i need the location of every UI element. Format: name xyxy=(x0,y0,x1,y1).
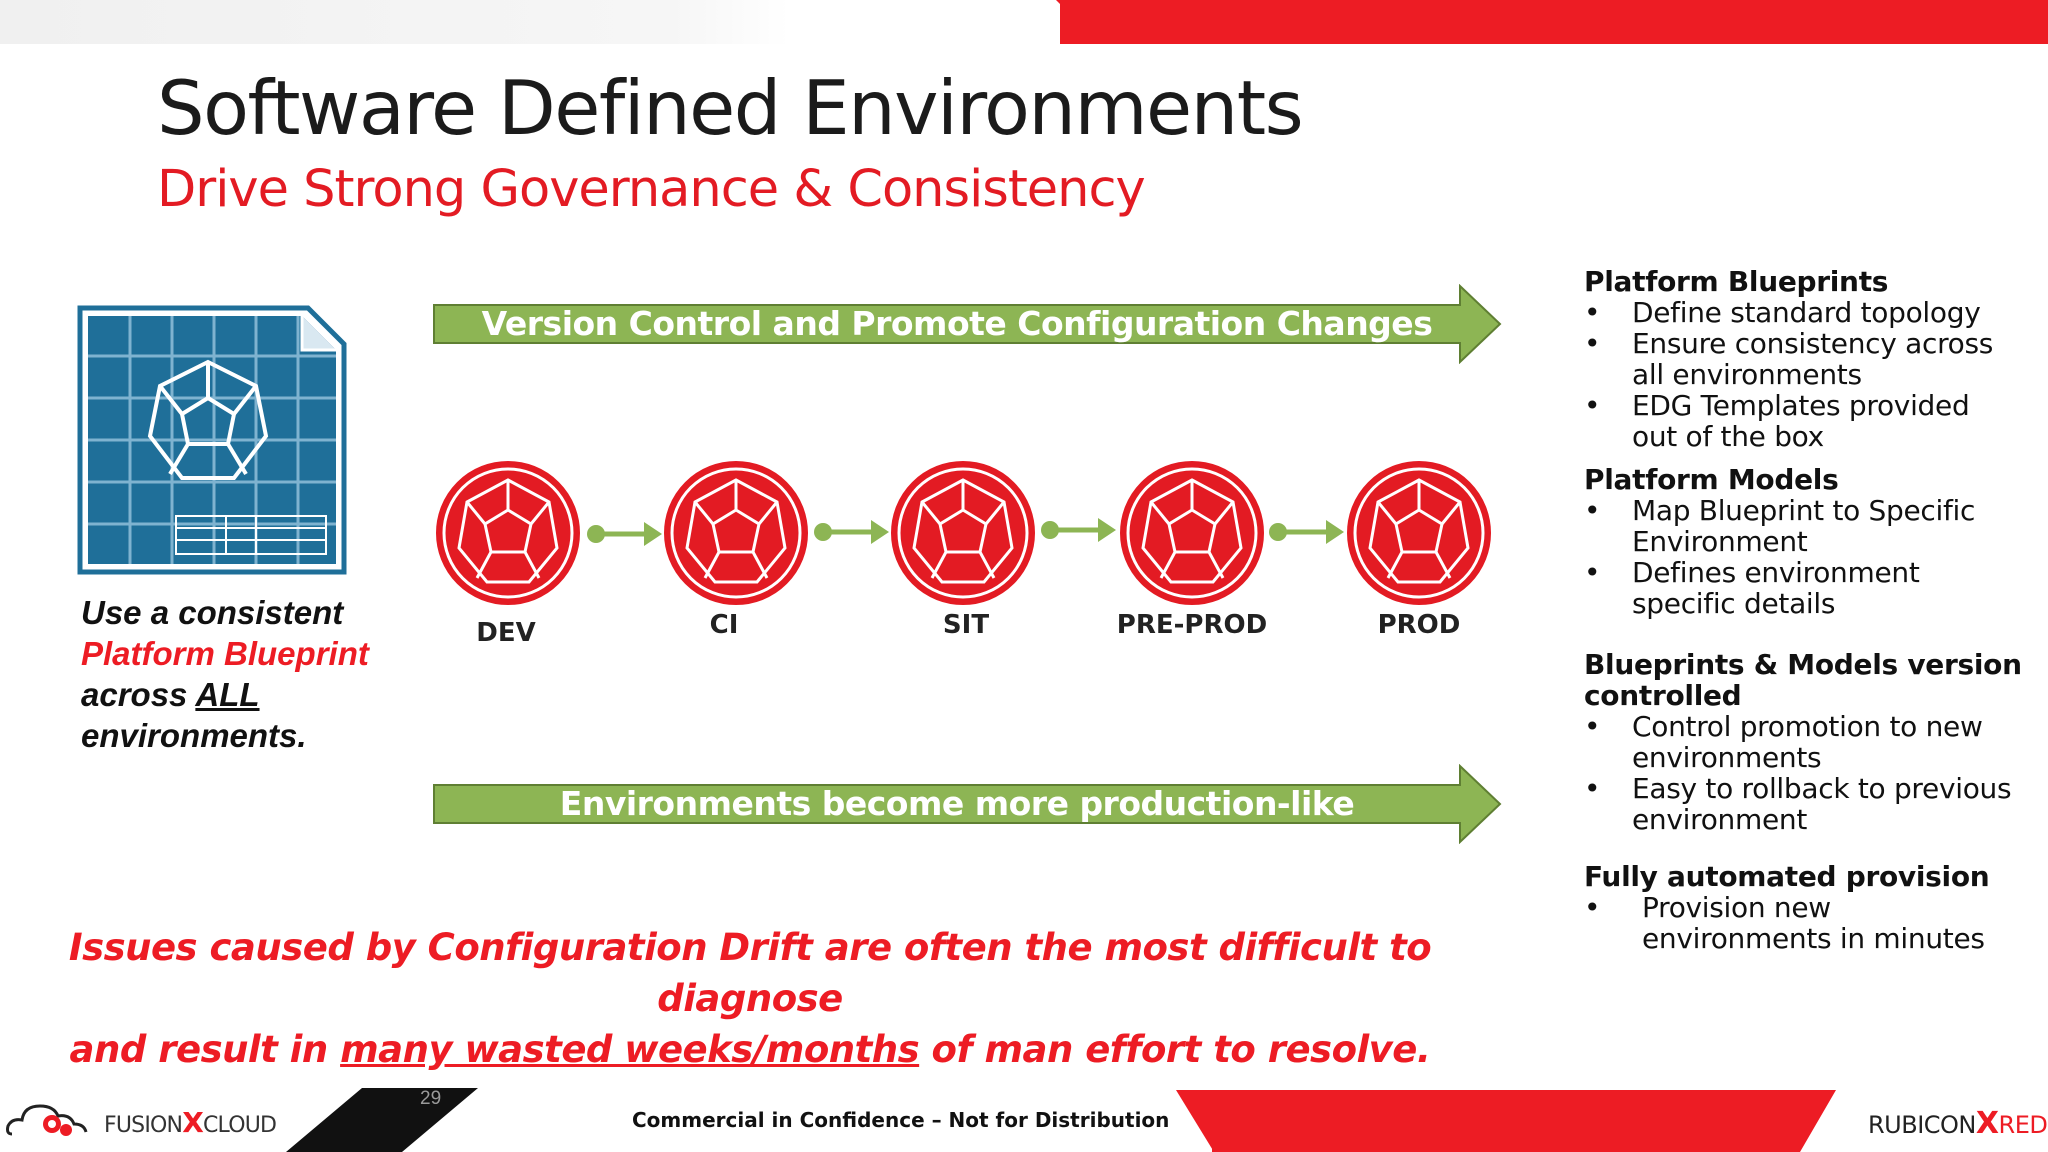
bullet-text: Map Blueprint to Specific xyxy=(1632,494,1976,527)
dev-to-ci-arrow-icon xyxy=(587,522,662,546)
env-preprod-icon xyxy=(1117,458,1267,608)
logo-word-cloud: CLOUD xyxy=(202,1113,277,1138)
logo-word-rubicon: RUBICON xyxy=(1868,1111,1976,1139)
bullet-text-cont: out of the box xyxy=(1632,420,1824,453)
bullet-text: Provision new xyxy=(1642,891,1831,924)
env-label-prod: PROD xyxy=(1377,610,1461,640)
caption-line-2: Platform Blueprint xyxy=(81,635,369,672)
page-number: 29 xyxy=(420,1088,442,1109)
drift-note-line-2: and result in many wasted weeks/months o… xyxy=(60,1024,1440,1075)
blueprint-document-icon xyxy=(77,305,347,575)
env-label-ci: CI xyxy=(709,610,739,640)
bullet-text-cont: all environments xyxy=(1632,358,1862,391)
confidential-notice: Commercial in Confidence – Not for Distr… xyxy=(632,1108,1170,1132)
cloud-gear-icon xyxy=(6,1104,88,1136)
env-label-sit: SIT xyxy=(942,610,990,640)
section-title: Blueprints & Models version xyxy=(1584,648,2022,681)
section-platform-blueprints: Platform Blueprints •Define standard top… xyxy=(1584,266,2044,452)
fusion-cloud-logo: FUSIONXCLOUD xyxy=(4,1094,294,1146)
rubicon-red-logo: RUBICONXRED xyxy=(1868,1106,2048,1141)
section-title: Platform Blueprints xyxy=(1584,265,1889,298)
caption-line-3: across ALL xyxy=(81,674,369,715)
footer-logo-tab xyxy=(1836,1090,2048,1152)
drift-note-suffix: of man effort to resolve. xyxy=(931,1028,1431,1071)
fusion-cloud-wordmark: FUSIONXCLOUD xyxy=(104,1106,277,1139)
logo-x-mark: X xyxy=(1975,1106,1999,1141)
bullet-item: •Define standard topology xyxy=(1584,296,1981,329)
env-label-dev: DEV xyxy=(476,618,536,648)
logo-word-fusion: FUSION xyxy=(104,1113,183,1138)
footer-red-wedge xyxy=(1176,1090,1214,1152)
configuration-drift-note: Issues caused by Configuration Drift are… xyxy=(60,922,1440,1075)
bullet-text-cont: environments in minutes xyxy=(1642,922,1985,955)
banner-arrow-shape xyxy=(433,764,1502,844)
slide-subtitle: Drive Strong Governance & Consistency xyxy=(157,160,1146,219)
section-title-cont: controlled xyxy=(1584,679,1742,712)
env-label-preprod: PRE-PROD xyxy=(1116,610,1268,640)
banner-arrow-shape xyxy=(433,284,1502,364)
bullet-text: Defines environment xyxy=(1632,556,1920,589)
section-automated-provision: Fully automated provision •Provision new… xyxy=(1584,861,2044,954)
header-bar-left xyxy=(0,0,790,44)
production-like-banner: Environments become more production-like xyxy=(432,764,1502,844)
slide-title: Software Defined Environments xyxy=(157,64,1304,152)
caption-line-1: Use a consistent xyxy=(81,594,344,631)
bullet-text-cont: Environment xyxy=(1632,525,1808,558)
preprod-to-prod-arrow-icon xyxy=(1269,520,1344,544)
side-panel: Platform Blueprints •Define standard top… xyxy=(1584,266,2044,954)
ci-to-sit-arrow-icon xyxy=(814,520,889,544)
header-bar-right xyxy=(1060,0,2048,44)
bullet-text-cont: environment xyxy=(1632,803,1808,836)
footer-black-slant xyxy=(286,1088,478,1152)
env-sit-icon xyxy=(888,458,1038,608)
version-control-banner: Version Control and Promote Configuratio… xyxy=(432,284,1502,364)
logo-word-red: RED xyxy=(1998,1111,2048,1139)
caption-line-3-prefix: across xyxy=(81,676,188,713)
section-title: Platform Models xyxy=(1584,463,1839,496)
section-title: Fully automated provision xyxy=(1584,860,1990,893)
bullet-text: Ensure consistency across xyxy=(1632,327,1994,360)
drift-note-emphasis: many wasted weeks/months xyxy=(340,1028,920,1071)
production-like-banner-text: Environments become more production-like xyxy=(559,784,1355,823)
bullet-text-cont: environments xyxy=(1632,741,1822,774)
section-version-controlled: Blueprints & Models version controlled •… xyxy=(1584,649,2044,835)
logo-x-mark: X xyxy=(182,1106,204,1139)
drift-note-line-1: Issues caused by Configuration Drift are… xyxy=(68,926,1432,1020)
caption-all-emphasis: ALL xyxy=(195,676,260,713)
env-dev-icon xyxy=(433,458,583,608)
bullet-text: Control promotion to new xyxy=(1632,710,1983,743)
blueprint-caption: Use a consistent Platform Blueprint acro… xyxy=(81,592,369,756)
version-control-banner-text: Version Control and Promote Configuratio… xyxy=(481,304,1433,343)
env-ci-icon xyxy=(661,458,811,608)
footer-logo-wedge xyxy=(1800,1090,1836,1152)
caption-line-4: environments. xyxy=(81,717,307,754)
bullet-text: Define standard topology xyxy=(1632,296,1981,329)
section-platform-models: Platform Models •Map Blueprint to Specif… xyxy=(1584,464,2044,619)
env-prod-icon xyxy=(1344,458,1494,608)
bullet-text-cont: specific details xyxy=(1632,587,1836,620)
bullet-text: Easy to rollback to previous xyxy=(1632,772,2012,805)
sit-to-preprod-arrow-icon xyxy=(1041,518,1116,542)
drift-note-prefix: and result in xyxy=(69,1028,329,1071)
bullet-text: EDG Templates provided xyxy=(1632,389,1970,422)
